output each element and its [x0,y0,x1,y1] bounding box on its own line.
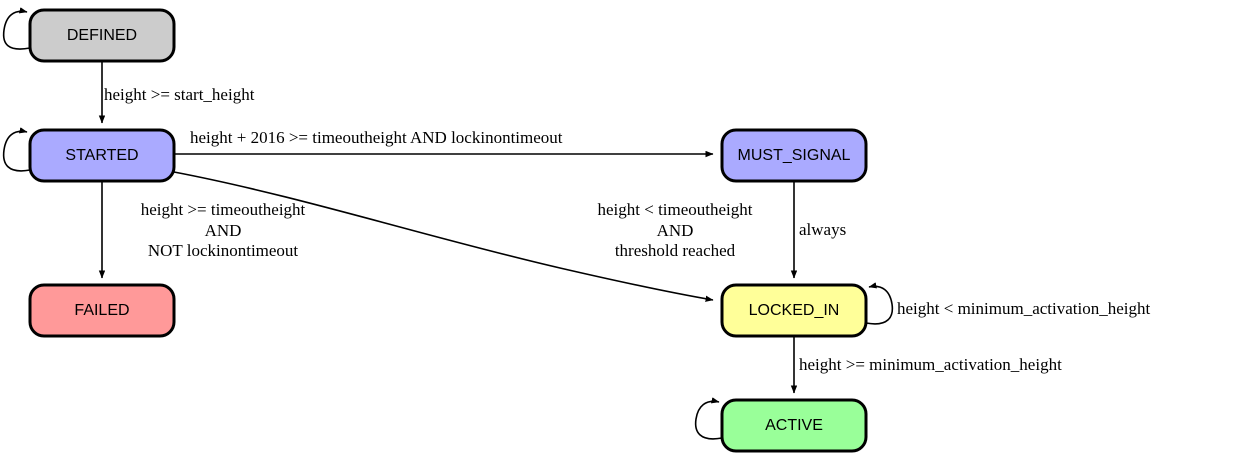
state-node-active[interactable]: ACTIVE [720,398,868,453]
state-failed-shape[interactable] [28,283,176,338]
edge-locked-in-self-loop: height < minimum_activation_height [865,282,1150,325]
state-node-locked-in[interactable]: LOCKED_IN [720,283,868,338]
state-node-defined[interactable]: DEFINED [28,8,176,63]
edge-label-started-to-locked-in-line3: threshold reached [615,241,736,260]
state-locked-in-label: LOCKED_IN [749,302,840,319]
state-defined-shape[interactable] [28,8,176,63]
edge-label-locked-in-self-loop: height < minimum_activation_height [897,299,1150,318]
edge-label-locked-in-to-active: height >= minimum_activation_height [799,355,1062,374]
edge-active-self-loop [694,397,723,440]
edge-defined-to-started: height >= start_height [98,61,255,124]
locked-in-self-loop-path [865,282,894,325]
state-active-shape[interactable] [720,398,868,453]
edge-label-started-to-failed-line2: AND [205,221,242,240]
edge-label-started-to-must-signal: height + 2016 >= timeoutheight AND locki… [190,128,563,147]
edge-label-must-signal-to-locked-in: always [799,220,846,239]
edge-started-to-failed: height >= timeoutheight AND NOT lockinon… [98,181,306,279]
state-node-started[interactable]: STARTED [28,128,176,183]
state-must-signal-label: MUST_SIGNAL [738,147,851,164]
edge-label-started-to-failed-line3: NOT lockinontimeout [148,241,299,260]
state-node-must-signal[interactable]: MUST_SIGNAL [720,128,868,183]
started-to-locked-in-path [173,171,714,302]
started-self-loop-path [2,127,31,172]
edge-label-started-to-locked-in-line2: AND [657,221,694,240]
edge-must-signal-to-locked-in: always [790,181,846,279]
edge-started-to-must-signal: height + 2016 >= timeoutheight AND locki… [174,128,714,158]
edge-label-started-to-locked-in-line1: height < timeoutheight [597,200,752,219]
edge-label-defined-to-started: height >= start_height [104,85,255,104]
active-self-loop-path [694,397,723,440]
state-failed-label: FAILED [74,302,129,319]
state-defined-label: DEFINED [67,27,137,44]
edge-started-self-loop [2,127,31,172]
state-must-signal-shape[interactable] [720,128,868,183]
state-started-label: STARTED [65,147,138,164]
state-started-shape[interactable] [28,128,176,183]
edge-locked-in-to-active: height >= minimum_activation_height [790,336,1062,394]
state-node-failed[interactable]: FAILED [28,283,176,338]
state-locked-in-shape[interactable] [720,283,868,338]
edge-label-started-to-failed-line1: height >= timeoutheight [141,200,306,219]
defined-self-loop-path [2,7,31,50]
edge-started-to-locked-in: height < timeoutheight AND threshold rea… [173,171,753,302]
edge-defined-self-loop [2,7,31,50]
state-active-label: ACTIVE [765,417,823,434]
